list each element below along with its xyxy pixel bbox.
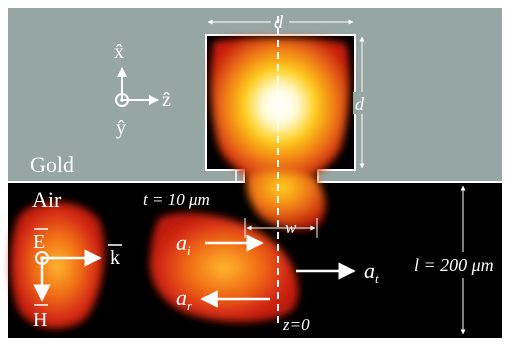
e-field-label: E: [33, 231, 45, 253]
z-axis-label: ẑ: [162, 89, 171, 111]
cavity-height-label: d: [355, 94, 365, 114]
y-axis-out-of-page-icon: [115, 93, 129, 107]
cavity-field-glow: [210, 37, 350, 183]
slit-field-glow: [246, 169, 326, 230]
reflected-wave-label: ar: [176, 285, 193, 313]
y-axis-label: ŷ: [116, 117, 126, 139]
e-field-out-of-page-icon: [35, 251, 49, 265]
transmitted-wave-label: at: [364, 258, 379, 286]
field-vector-triad: E k H: [33, 228, 122, 331]
k-vector-label: k: [110, 247, 120, 269]
incident-wave-label: ai: [176, 230, 191, 258]
thickness-label: t = 10 μm: [143, 190, 210, 209]
left-field-lobe: [10, 201, 105, 329]
domain-length-label: l = 200 μm: [414, 255, 494, 275]
z0-label: z=0: [282, 315, 310, 334]
gold-label: Gold: [30, 152, 74, 177]
coordinate-axes: x̂ ẑ ŷ: [114, 41, 171, 139]
air-label: Air: [32, 187, 62, 212]
slit-width-label: w: [285, 218, 297, 237]
x-axis-label: x̂: [114, 41, 124, 63]
h-field-label: H: [33, 309, 47, 331]
